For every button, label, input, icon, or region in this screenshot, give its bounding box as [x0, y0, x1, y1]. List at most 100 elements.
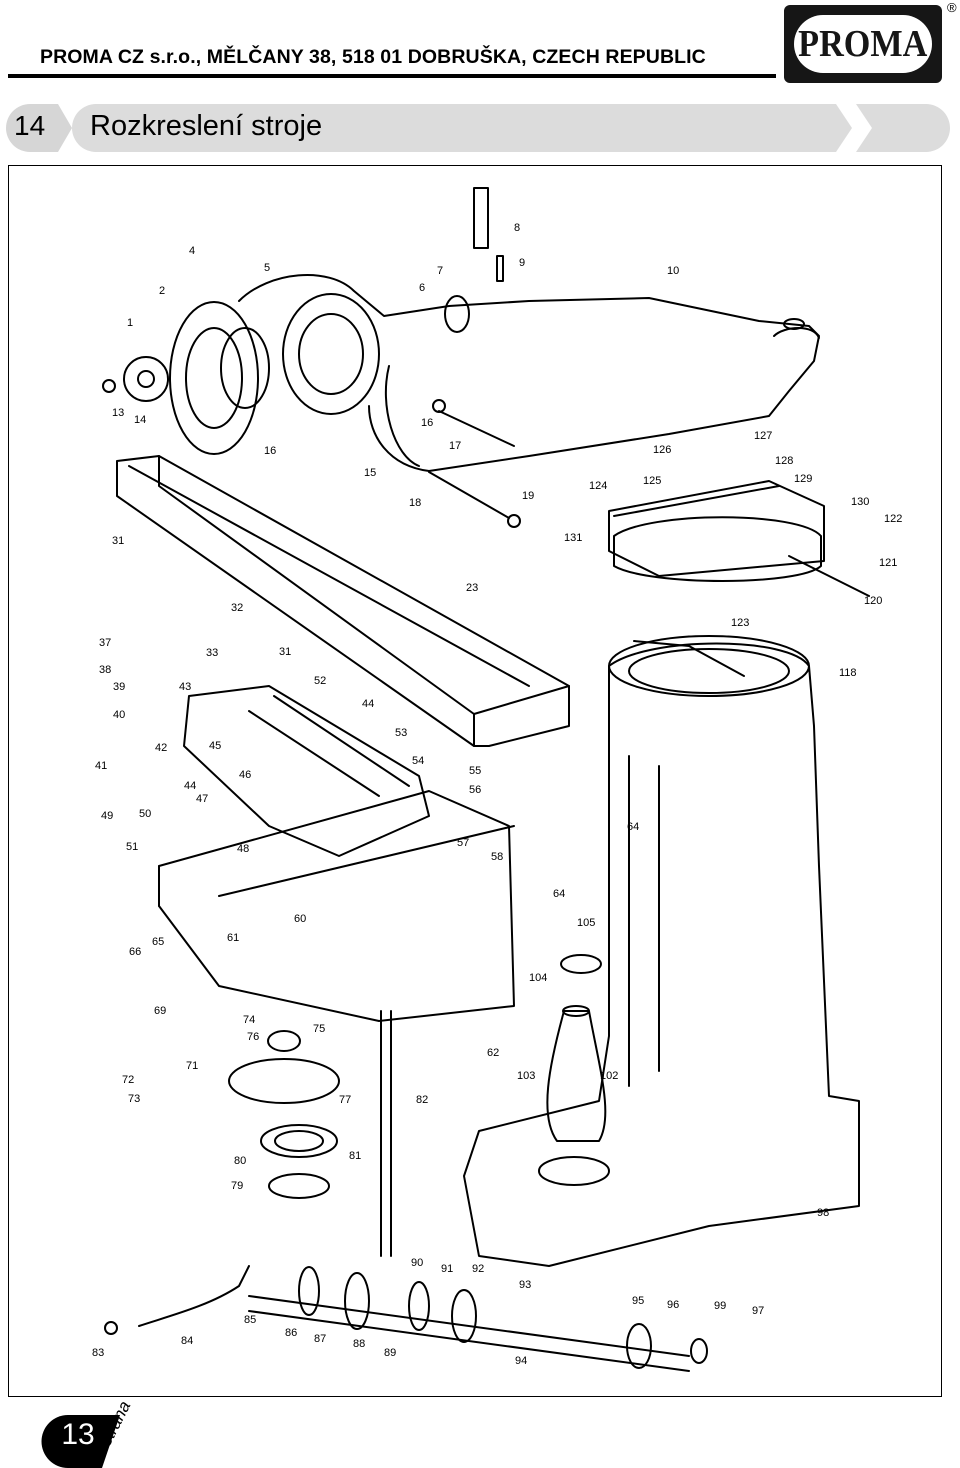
- part-label-73: 73: [128, 1093, 140, 1105]
- part-label-94: 94: [515, 1355, 527, 1367]
- part-label-54: 54: [412, 755, 424, 767]
- page-number: 13: [61, 1418, 95, 1451]
- part-label-10: 10: [667, 265, 679, 277]
- part-label-31: 31: [279, 646, 291, 658]
- part-label-99: 99: [714, 1300, 726, 1312]
- logo-inner: PROMA: [794, 15, 932, 73]
- part-label-40: 40: [113, 709, 125, 721]
- part-label-131: 131: [564, 532, 582, 544]
- part-label-7: 7: [437, 265, 443, 277]
- part-label-23: 23: [466, 582, 478, 594]
- part-label-64: 64: [553, 888, 565, 900]
- part-label-97: 97: [752, 1305, 764, 1317]
- part-label-124: 124: [589, 480, 607, 492]
- part-label-122: 122: [884, 513, 902, 525]
- part-label-50: 50: [139, 808, 151, 820]
- part-label-88: 88: [353, 1338, 365, 1350]
- part-label-17: 17: [449, 440, 461, 452]
- part-label-31: 31: [112, 535, 124, 547]
- part-label-80: 80: [234, 1155, 246, 1167]
- part-label-53: 53: [395, 727, 407, 739]
- part-label-83: 83: [92, 1347, 104, 1359]
- part-label-56: 56: [469, 784, 481, 796]
- part-label-69: 69: [154, 1005, 166, 1017]
- page-number-badge: [41, 1415, 120, 1468]
- part-label-75: 75: [313, 1023, 325, 1035]
- part-label-66: 66: [129, 946, 141, 958]
- part-label-125: 125: [643, 475, 661, 487]
- part-label-47: 47: [196, 793, 208, 805]
- logo-text: PROMA: [798, 23, 928, 65]
- part-label-5: 5: [264, 262, 270, 274]
- part-label-41: 41: [95, 760, 107, 772]
- company-address: PROMA CZ s.r.o., MĚLČANY 38, 518 01 DOBR…: [40, 46, 706, 68]
- part-label-95: 95: [632, 1295, 644, 1307]
- part-label-98: 98: [817, 1207, 829, 1219]
- part-label-39: 39: [113, 681, 125, 693]
- part-label-123: 123: [731, 617, 749, 629]
- handwheel-part: [123, 356, 169, 402]
- part-label-85: 85: [244, 1314, 256, 1326]
- part-label-32: 32: [231, 602, 243, 614]
- part-label-71: 71: [186, 1060, 198, 1072]
- part-label-84: 84: [181, 1335, 193, 1347]
- part-label-15: 15: [364, 467, 376, 479]
- part-label-129: 129: [794, 473, 812, 485]
- part-label-58: 58: [491, 851, 503, 863]
- part-label-79: 79: [231, 1180, 243, 1192]
- part-label-44: 44: [184, 780, 196, 792]
- part-label-45: 45: [209, 740, 221, 752]
- section-title: Rozkreslení stroje: [90, 110, 323, 142]
- part-label-61: 61: [227, 932, 239, 944]
- registered-mark: ®: [947, 0, 957, 15]
- part-label-118: 118: [839, 667, 857, 679]
- part-label-46: 46: [239, 769, 251, 781]
- part-label-86: 86: [285, 1327, 297, 1339]
- part-label-6: 6: [419, 282, 425, 294]
- part-label-121: 121: [879, 557, 897, 569]
- part-label-52: 52: [314, 675, 326, 687]
- section-bar: [6, 104, 950, 152]
- part-label-90: 90: [411, 1257, 423, 1269]
- part-label-55: 55: [469, 765, 481, 777]
- part-label-19: 19: [522, 490, 534, 502]
- part-label-2: 2: [159, 285, 165, 297]
- part-label-93: 93: [519, 1279, 531, 1291]
- part-label-81: 81: [349, 1150, 361, 1162]
- part-label-64: 64: [627, 821, 639, 833]
- part-label-102: 102: [600, 1070, 618, 1082]
- part-label-48: 48: [237, 843, 249, 855]
- part-label-126: 126: [653, 444, 671, 456]
- part-label-43: 43: [179, 681, 191, 693]
- part-label-77: 77: [339, 1094, 351, 1106]
- part-label-49: 49: [101, 810, 113, 822]
- part-label-51: 51: [126, 841, 138, 853]
- part-label-38: 38: [99, 664, 111, 676]
- part-label-104: 104: [529, 972, 547, 984]
- header-rule: [8, 74, 776, 78]
- part-label-130: 130: [851, 496, 869, 508]
- part-label-87: 87: [314, 1333, 326, 1345]
- part-label-4: 4: [189, 245, 195, 257]
- part-label-65: 65: [152, 936, 164, 948]
- part-label-1: 1: [127, 317, 133, 329]
- part-label-82: 82: [416, 1094, 428, 1106]
- part-label-33: 33: [206, 647, 218, 659]
- part-label-13: 13: [112, 407, 124, 419]
- part-label-127: 127: [754, 430, 772, 442]
- part-label-74: 74: [243, 1014, 255, 1026]
- proma-logo: PROMA: [784, 5, 942, 83]
- part-label-72: 72: [122, 1074, 134, 1086]
- section-number: 14: [14, 110, 46, 141]
- part-label-89: 89: [384, 1347, 396, 1359]
- part-label-14: 14: [134, 414, 146, 426]
- part-label-76: 76: [247, 1031, 259, 1043]
- part-label-8: 8: [514, 222, 520, 234]
- part-label-44: 44: [362, 698, 374, 710]
- part-label-42: 42: [155, 742, 167, 754]
- part-label-128: 128: [775, 455, 793, 467]
- part-label-37: 37: [99, 637, 111, 649]
- part-label-16: 16: [264, 445, 276, 457]
- part-label-120: 120: [864, 595, 882, 607]
